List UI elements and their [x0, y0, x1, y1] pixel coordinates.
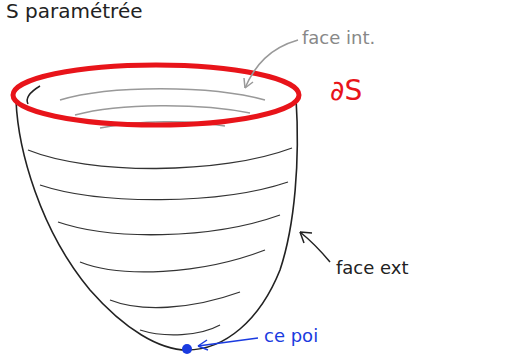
point-label: ce poi: [264, 326, 318, 346]
inner-line: [60, 89, 265, 100]
bowl-outline: [16, 98, 297, 350]
leader-line: [300, 232, 330, 262]
arrow-head: [300, 232, 312, 243]
leader-line: [245, 40, 298, 88]
boundary-rim: [13, 65, 299, 125]
inner-line: [75, 106, 250, 115]
surface-label: S paramétrée: [6, 0, 143, 22]
boundary-label: ∂S: [330, 76, 362, 107]
bowl-stripe: [110, 292, 240, 308]
bowl-stripe: [58, 215, 280, 235]
leader-line: [198, 338, 258, 346]
point-marker: [182, 344, 192, 354]
outer-face-label: face ext: [336, 258, 409, 278]
arrow-head: [198, 340, 208, 350]
bowl-stripe: [28, 148, 292, 169]
bowl-stripe: [40, 182, 288, 200]
bowl-stripe: [140, 325, 220, 335]
arrow-head: [244, 78, 253, 88]
rim-sketch: [27, 86, 40, 104]
bowl-stripe: [80, 250, 265, 272]
inner-face-label: face int.: [302, 28, 375, 48]
